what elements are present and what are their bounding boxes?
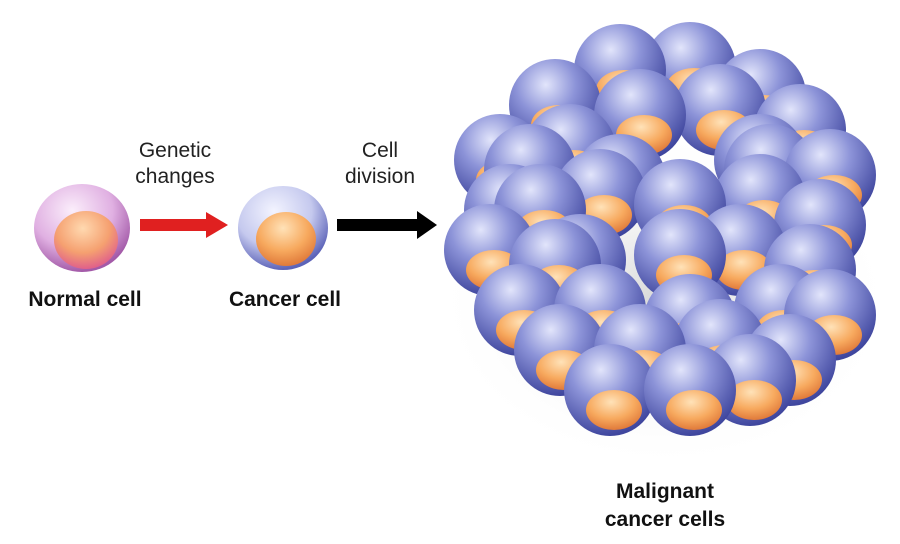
- label-line: Cell: [361, 139, 399, 162]
- normal-cell-label: Normal cell: [28, 288, 142, 311]
- black-arrow: [337, 211, 437, 239]
- label-line: Malignant: [616, 480, 714, 503]
- label-line: cancer cells: [604, 508, 726, 531]
- malignant-tumor: [444, 22, 876, 436]
- cancer-cell-nucleus: [256, 212, 316, 266]
- normal-cell-nucleus: [54, 211, 118, 269]
- genetic-changes-label: Genetic changes: [120, 138, 230, 190]
- label-line: changes: [135, 165, 215, 188]
- tumor-cell-nucleus: [666, 390, 722, 430]
- label-line: division: [344, 165, 416, 188]
- tumor-cell-nucleus: [586, 390, 642, 430]
- label-line: Genetic: [138, 139, 212, 162]
- red-arrow: [140, 212, 228, 238]
- tumor-cell-nucleus: [726, 380, 782, 420]
- cancer-cell-label: Cancer cell: [228, 288, 342, 311]
- normal-cell: [34, 184, 130, 272]
- malignant-cells-label: Malignant cancer cells: [580, 478, 750, 534]
- cancer-cell: [238, 186, 328, 270]
- cell-division-label: Cell division: [330, 138, 430, 190]
